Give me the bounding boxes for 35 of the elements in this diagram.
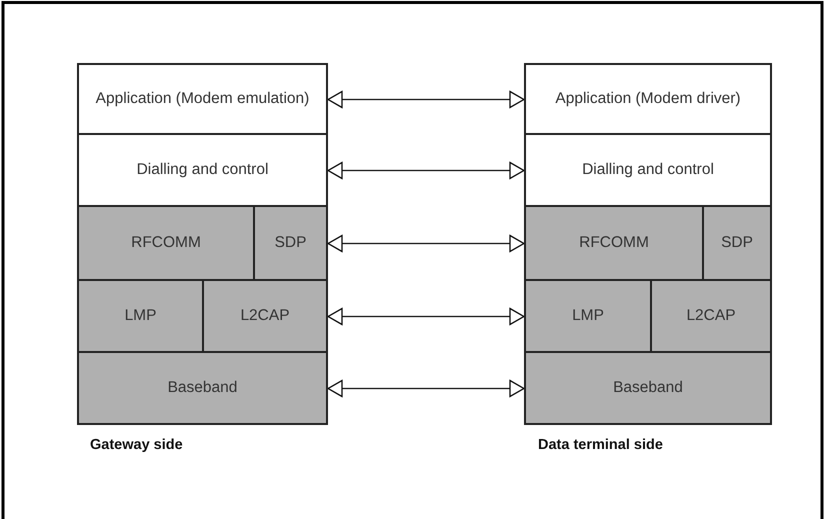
layer-label: RFCOMM [578, 232, 650, 253]
protocol-layer-box [524, 279, 652, 353]
protocol-layer-box [524, 133, 772, 207]
layer-label: L2CAP [239, 306, 291, 326]
layer-label: L2CAP [685, 306, 737, 326]
layer-label: Application (Modem driver) [554, 88, 742, 109]
layer-label: Dialling and control [136, 160, 270, 180]
layer-label: Baseband [612, 378, 684, 398]
stack-caption: Data terminal side [538, 437, 663, 453]
layer-label: LMP [124, 306, 158, 326]
double-arrow [327, 234, 525, 252]
double-arrow [327, 162, 525, 180]
layer-label: SDP [274, 232, 308, 253]
layer-label: LMP [571, 306, 605, 326]
protocol-layer-box [77, 205, 255, 281]
protocol-layer-box [650, 279, 772, 353]
double-arrow [327, 308, 525, 326]
layer-label: Dialling and control [581, 160, 715, 180]
double-arrow [327, 380, 525, 398]
protocol-layer-box [77, 63, 328, 135]
protocol-layer-box [77, 351, 328, 425]
protocol-layer-box [253, 205, 328, 281]
layer-label: Baseband [166, 378, 238, 398]
layer-label: Application (Modem emulation) [94, 88, 310, 109]
protocol-layer-box [77, 279, 204, 353]
protocol-layer-box [524, 351, 772, 425]
stack-caption: Gateway side [90, 437, 183, 453]
layer-label: SDP [720, 232, 754, 253]
protocol-layer-box [702, 205, 772, 281]
protocol-layer-box [202, 279, 328, 353]
double-arrow [327, 90, 525, 108]
layer-label: RFCOMM [130, 232, 202, 253]
protocol-layer-box [524, 63, 772, 135]
protocol-layer-box [77, 133, 328, 207]
protocol-layer-box [524, 205, 704, 281]
